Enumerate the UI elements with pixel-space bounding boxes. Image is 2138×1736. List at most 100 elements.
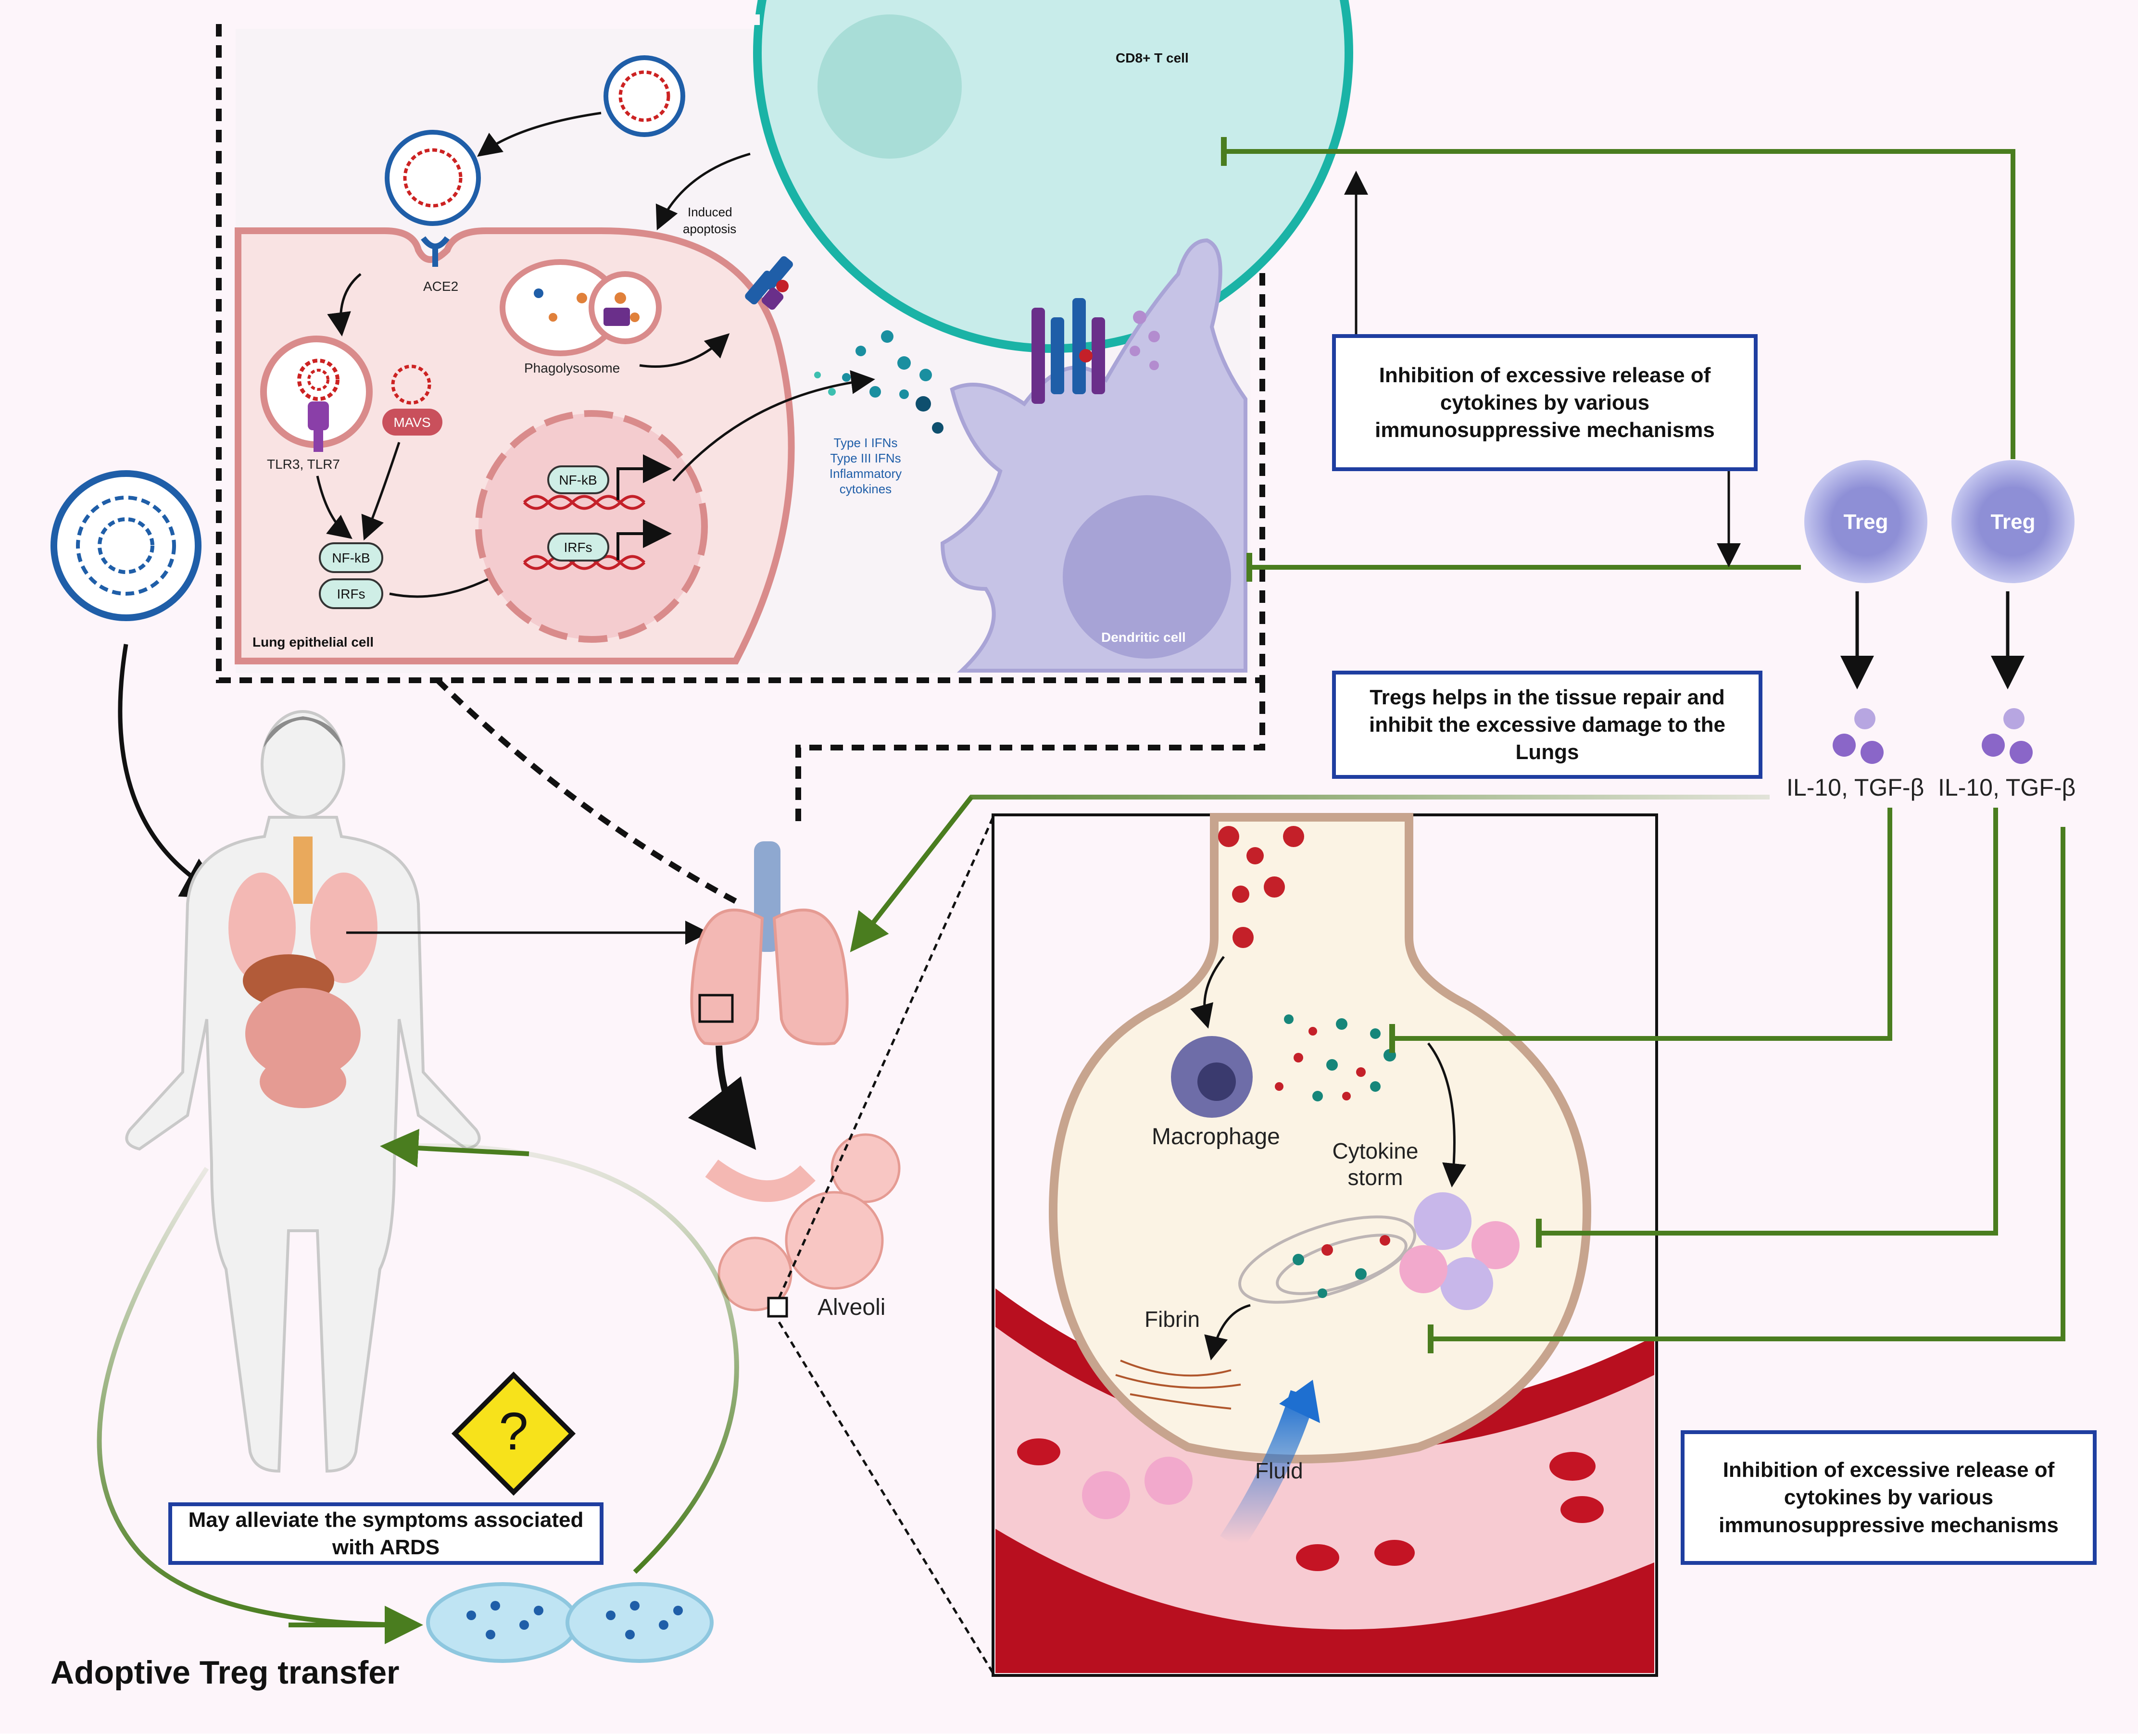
cytokine-storm-label-2: storm: [1348, 1165, 1403, 1190]
il10-label-2: IL-10, TGF-β: [1938, 774, 2075, 801]
arrow-apoptosis: [655, 152, 751, 231]
fibrin: [1115, 1360, 1241, 1410]
sars-cov-2-virus: [50, 470, 201, 621]
fibrin-label: Fibrin: [1144, 1307, 1200, 1332]
arrow-virus-entry: [477, 112, 602, 157]
inhibit-cytokine-line: [1392, 808, 1892, 1041]
panel-connector-left: [435, 678, 742, 907]
fluid-arrowhead: [1279, 1380, 1320, 1423]
arrow-cytokine-storm: [1427, 1042, 1466, 1187]
ards-box: May alleviate the symptoms associated wi…: [168, 1502, 604, 1565]
inhibition-box-top-text: Inhibition of excessive release of cytok…: [1375, 363, 1715, 442]
arrow-virus-macrophage: [1190, 956, 1225, 1029]
transcription-arrow-2: [616, 519, 672, 560]
il10-dots-1: [1833, 708, 1884, 764]
nfkb-cytoplasm: [319, 542, 383, 573]
arrow-endocytosis: [327, 273, 362, 337]
tcr-mhc-epithelial: [745, 256, 793, 310]
alveoli-label: Alveoli: [817, 1295, 885, 1320]
phagolysosome: [500, 259, 662, 356]
inhibition-box-bottom: Inhibition of excessive release of cytok…: [1681, 1430, 2097, 1565]
zoom-line-top: [778, 816, 994, 1299]
cytokine-dots-top: [814, 311, 1160, 434]
nfkb-nucleus-label: NF-kB: [559, 473, 597, 487]
virus-ace2: [385, 130, 481, 226]
il10-label-1: IL-10, TGF-β: [1786, 774, 1924, 801]
phagolysosome-label: Phagolysosome: [524, 361, 620, 375]
induced-label-2: apoptosis: [683, 222, 736, 236]
vessel-lumen: [995, 1327, 1654, 1630]
irfs-cytoplasm: [319, 578, 383, 609]
arrow-mavs-nfkb: [361, 442, 401, 541]
cytokine-dots-alveolus: [1275, 1014, 1396, 1101]
tissue-repair-box: Tregs helps in the tissue repair and inh…: [1332, 671, 1762, 779]
mavs-badge: [382, 409, 442, 436]
lungs: [690, 841, 849, 1046]
cell-interaction-panel: ACE2 TLR3, TLR7 MAVS NF-kB IRFs: [216, 0, 1353, 683]
cytokine-storm-label-1: Cytokine: [1333, 1138, 1419, 1163]
arrow-antigen-presentation: [639, 333, 730, 368]
cd8-label: CD8+ T cell: [1116, 50, 1189, 65]
petri-dish-1: [426, 1582, 579, 1663]
macrophage-label: Macrophage: [1152, 1124, 1280, 1149]
tissue-repair-box-text: Tregs helps in the tissue repair and inh…: [1369, 685, 1725, 764]
transfer-arrow-right: [389, 1143, 739, 1574]
treg-label-2: Treg: [1991, 510, 2036, 534]
neutrophils: [1399, 1192, 1520, 1310]
ace2-receptor: [421, 236, 450, 267]
dendritic-label: Dendritic cell: [1101, 630, 1186, 645]
macrophage-nucleus: [1197, 1062, 1236, 1101]
type1-label: Type I IFNs: [834, 436, 898, 450]
inhibition-lines: [850, 137, 2065, 1353]
warning-sign-icon: ?: [451, 1371, 576, 1496]
mavs-group: MAVS: [382, 364, 442, 436]
irfs-cytoplasm-label: IRFs: [337, 587, 365, 601]
inhibit-storm-line: [1431, 827, 2065, 1341]
transfer-arrowhead-right: [380, 1129, 529, 1168]
il10-dots-2: [1982, 708, 2033, 764]
nfkb-cytoplasm-label: NF-kB: [332, 550, 370, 565]
inflammatory-label-1: Inflammatory: [830, 466, 902, 481]
alveoli-cluster: [705, 1133, 901, 1318]
human-figure: [125, 710, 481, 1473]
ards-box-text: May alleviate the symptoms associated wi…: [188, 1508, 584, 1559]
induced-label-1: Induced: [688, 205, 732, 219]
lung-zoom-box: [698, 994, 734, 1023]
arrow-virus-to-human: [118, 644, 226, 899]
alveoli-zoom-box: [767, 1297, 788, 1318]
type3-label: Type III IFNs: [830, 451, 901, 465]
inhibit-tcell-line: [1224, 149, 2015, 459]
inhibit-neutrophil-line: [1539, 808, 1998, 1236]
tcr-mhc-dendritic: [1031, 298, 1105, 404]
alveolus-panel: Macrophage Cytokine storm: [992, 813, 1658, 1677]
cytokine-storm-swirl: [1238, 1215, 1416, 1304]
red-blood-cells: [1017, 1438, 1604, 1571]
t-cell-nucleus: [817, 14, 962, 159]
diagram-title: Adoptive Treg transfer: [50, 1654, 400, 1691]
arrow-tlr-nfkb: [316, 475, 352, 539]
tlr-label: TLR3, TLR7: [267, 457, 340, 472]
question-mark: ?: [499, 1402, 528, 1461]
inhibition-box-bottom-text: Inhibition of excessive release of cytok…: [1719, 1458, 2059, 1537]
airway-viruses: [1218, 826, 1304, 948]
arrow-fibrin: [1204, 1304, 1251, 1361]
virus-in-endosome: [297, 359, 340, 401]
transfer-arrow-left: [97, 1167, 414, 1627]
virus-top: [604, 55, 685, 137]
nfkb-nucleus: [547, 465, 609, 494]
nucleus: [475, 410, 708, 643]
fluid-label: Fluid: [1255, 1458, 1303, 1483]
treg-cell-1: Treg: [1804, 460, 1927, 583]
ace2-label: ACE2: [423, 279, 458, 294]
inflammatory-label-2: cytokines: [840, 482, 892, 496]
fluid-arrow: [1220, 1390, 1316, 1551]
treg-cell-2: Treg: [1951, 460, 2075, 583]
tissue-repair-arrow: [850, 795, 973, 952]
transcription-arrow-1: [616, 454, 672, 500]
inhibition-box-top: Inhibition of excessive release of cytok…: [1332, 334, 1758, 471]
panel-dashed-border: [216, 24, 1265, 683]
panel-connector-right: [795, 680, 1265, 827]
epithelial-label: Lung epithelial cell: [252, 635, 374, 649]
